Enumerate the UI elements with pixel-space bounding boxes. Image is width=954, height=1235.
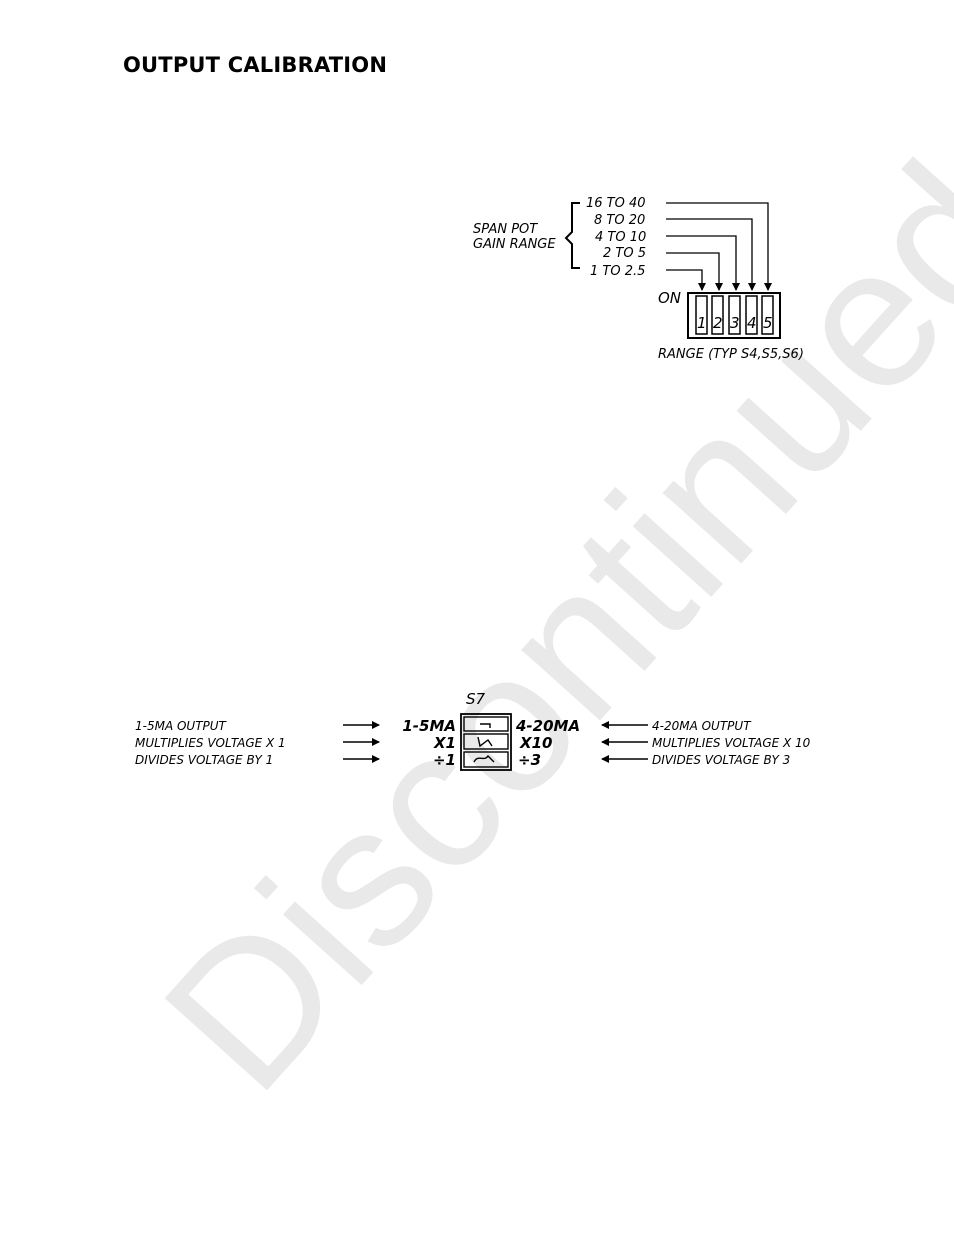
dip-switch-slot bbox=[745, 295, 758, 335]
dip-switch-slot bbox=[761, 295, 774, 335]
leader-line bbox=[666, 218, 756, 291]
switch-number: 3 bbox=[730, 314, 740, 332]
right-setting: X10 bbox=[519, 734, 552, 752]
s7-slide bbox=[463, 751, 509, 768]
left-description: 1-5MA OUTPUT bbox=[135, 719, 228, 733]
s7-slide bbox=[463, 716, 509, 732]
s7-slide bbox=[463, 733, 509, 750]
dip-switch-slot bbox=[711, 295, 724, 335]
range-switch-diagram: SPAN POT GAIN RANGE 16 TO 40 8 TO 20 4 T… bbox=[473, 196, 804, 362]
range-option: 16 TO 40 bbox=[586, 196, 646, 211]
switch-number: 4 bbox=[747, 314, 757, 332]
range-option: 4 TO 10 bbox=[595, 230, 646, 245]
s7-switch-diagram: S7 1-5MA OUTPUT MULTIPLIES VOLTAGE X 1 D… bbox=[135, 690, 811, 771]
s7-mark bbox=[473, 754, 495, 763]
left-setting: ÷1 bbox=[433, 751, 456, 769]
right-description: 4-20MA OUTPUT bbox=[652, 719, 752, 733]
right-description: MULTIPLIES VOLTAGE X 10 bbox=[652, 736, 811, 750]
leader-line bbox=[666, 252, 723, 291]
right-setting: ÷3 bbox=[518, 751, 541, 769]
leader-line bbox=[666, 269, 706, 291]
range-option: 8 TO 20 bbox=[594, 213, 645, 228]
dip-switch-slot bbox=[728, 295, 741, 335]
left-setting: X1 bbox=[433, 734, 456, 752]
gain-range-label: GAIN RANGE bbox=[473, 237, 556, 252]
switch-number: 1 bbox=[697, 314, 707, 332]
switch-number: 2 bbox=[713, 314, 723, 332]
range-option: 2 TO 5 bbox=[603, 246, 646, 261]
range-option: 1 TO 2.5 bbox=[590, 264, 645, 279]
s7-mark bbox=[477, 736, 493, 748]
switch-number: 5 bbox=[763, 314, 773, 332]
range-caption: RANGE (TYP S4,S5,S6) bbox=[658, 347, 804, 362]
left-description: MULTIPLIES VOLTAGE X 1 bbox=[135, 736, 286, 750]
span-pot-label: SPAN POT bbox=[473, 222, 538, 237]
s7-label: S7 bbox=[466, 690, 486, 708]
dip-switch-body bbox=[687, 292, 781, 339]
page-heading: OUTPUT CALIBRATION bbox=[123, 53, 388, 77]
left-setting: 1-5MA bbox=[402, 717, 456, 735]
left-description: DIVIDES VOLTAGE BY 1 bbox=[135, 753, 273, 767]
leader-line bbox=[666, 202, 772, 291]
s7-mark bbox=[480, 723, 491, 728]
dip-switch-slot bbox=[695, 295, 708, 335]
bracket bbox=[564, 202, 580, 269]
on-label: ON bbox=[658, 289, 681, 307]
right-description: DIVIDES VOLTAGE BY 3 bbox=[652, 753, 790, 767]
s7-switch-body bbox=[460, 713, 512, 771]
leader-line bbox=[666, 235, 740, 291]
right-setting: 4-20MA bbox=[515, 717, 580, 735]
